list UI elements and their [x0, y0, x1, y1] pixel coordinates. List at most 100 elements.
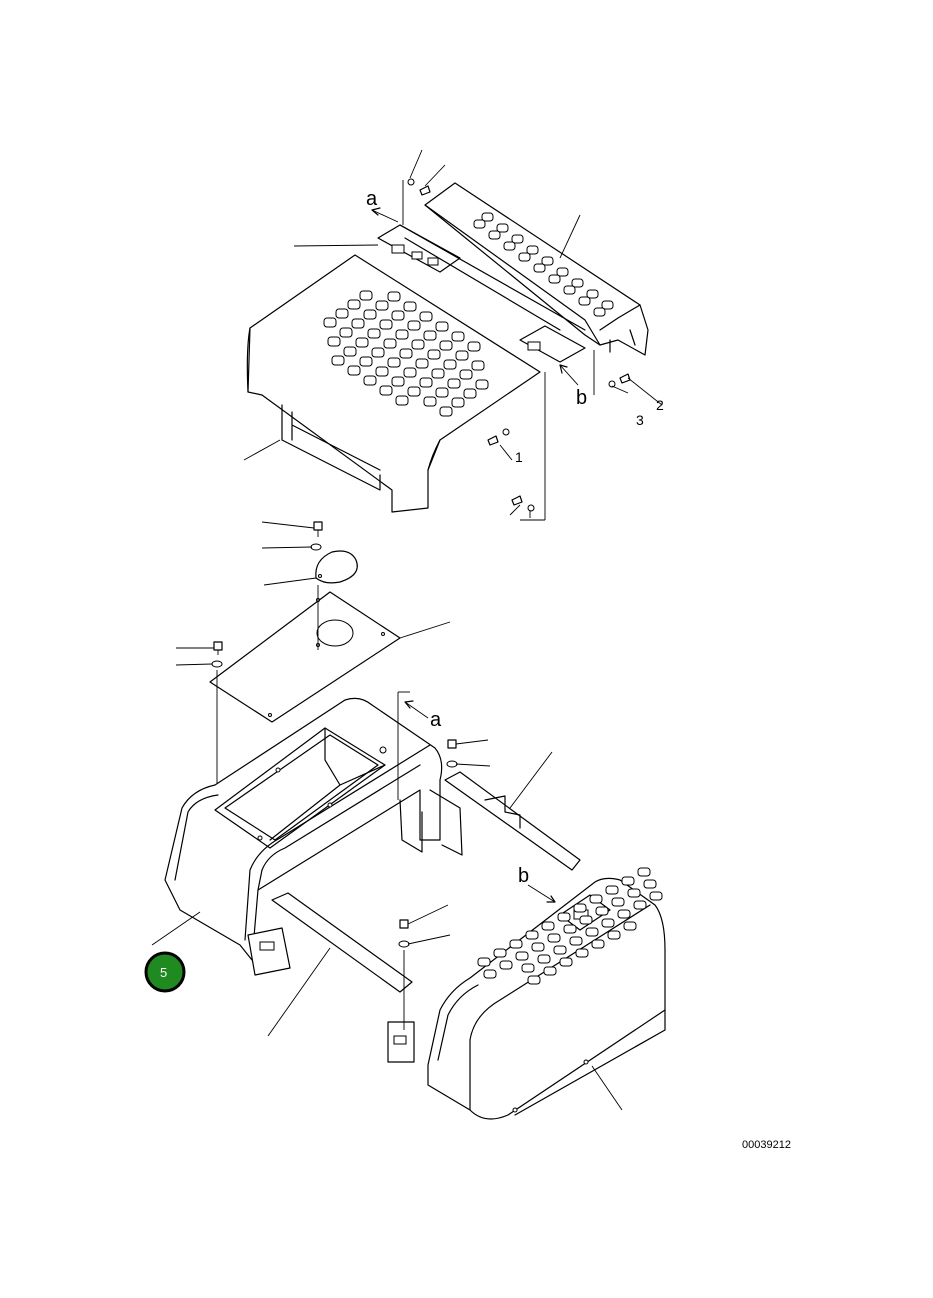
perforation-hole — [347, 299, 361, 310]
perforation-hole — [383, 338, 397, 349]
perforation-hole — [439, 340, 453, 351]
top-bracket-left — [377, 224, 461, 273]
perforation-hole — [391, 310, 405, 321]
callout-badge: 5 — [144, 951, 186, 993]
perforation-hole — [359, 356, 373, 367]
perforation-hole — [511, 234, 524, 244]
perforation-hole — [363, 375, 377, 386]
perforation-hole — [575, 948, 589, 958]
perforation-hole — [451, 397, 465, 408]
label-num-2: 2 — [656, 397, 664, 413]
perforation-hole — [518, 252, 531, 262]
perforation-hole — [578, 296, 591, 306]
perforation-hole — [499, 960, 513, 970]
perforation-hole — [351, 318, 365, 329]
drawing-code: 00039212 — [742, 1139, 791, 1151]
perforation-hole — [627, 888, 641, 898]
top-crossbar — [399, 224, 586, 363]
label-num-1: 1 — [515, 449, 523, 465]
arrow-b-top — [559, 364, 579, 386]
perforation-hole — [541, 921, 555, 931]
perforation-hole — [547, 933, 561, 943]
perforation-hole — [343, 346, 357, 357]
perforation-hole — [367, 328, 381, 339]
perforation-hole — [579, 915, 593, 925]
perforation-hole — [601, 300, 614, 310]
arrow-a-top — [371, 207, 399, 223]
perforation-hole — [557, 912, 571, 922]
perforation-hole — [573, 903, 587, 913]
label-b-top: b — [576, 387, 587, 409]
leader-lines-top — [243, 149, 663, 518]
perforation-hole — [559, 957, 573, 967]
perforation-hole — [463, 388, 477, 399]
perforation-hole — [355, 337, 369, 348]
perforation-hole — [503, 241, 516, 251]
main-frame — [164, 697, 463, 976]
perforation-hole — [601, 918, 615, 928]
perforation-hole — [649, 891, 663, 901]
perforation-hole — [496, 223, 509, 233]
arrow-a-bottom — [404, 700, 429, 719]
perforation-hole — [525, 930, 539, 940]
perforation-hole — [623, 921, 637, 931]
perforation-hole — [643, 879, 657, 889]
perforation-hole — [407, 320, 421, 331]
perforation-hole — [427, 349, 441, 360]
perforation-hole — [447, 378, 461, 389]
perforation-hole — [435, 321, 449, 332]
perforation-hole — [407, 386, 421, 397]
perforation-hole — [403, 301, 417, 312]
perforation-hole — [611, 897, 625, 907]
perforation-hole — [399, 348, 413, 359]
perforation-hole — [589, 894, 603, 904]
perforation-hole — [569, 936, 583, 946]
perforation-hole — [591, 939, 605, 949]
perforation-hole — [473, 219, 486, 229]
perforation-hole — [481, 212, 494, 222]
callout-badge-text: 5 — [160, 965, 167, 980]
guide-lines-top — [402, 180, 595, 521]
top-rear-cover — [424, 182, 649, 356]
perforation-hole — [531, 942, 545, 952]
bottom-bolts — [398, 739, 458, 1030]
perforation-hole — [411, 339, 425, 350]
arrow-b-bottom — [527, 884, 556, 903]
perforation-hole — [553, 945, 567, 955]
perforation-hole — [563, 285, 576, 295]
perforation-hole — [585, 927, 599, 937]
perforation-hole — [443, 359, 457, 370]
leader-lines-bottom — [151, 691, 623, 1111]
perforation-hole — [331, 355, 345, 366]
perforation-hole — [371, 347, 385, 358]
perforation-hole — [556, 267, 569, 277]
perforation-hole — [617, 909, 631, 919]
perforation-hole — [515, 951, 529, 961]
perforation-hole — [379, 385, 393, 396]
perforation-hole — [483, 969, 497, 979]
perforation-hole — [477, 957, 491, 967]
label-a-top: a — [366, 188, 378, 210]
label-b-bottom: b — [518, 865, 529, 887]
perforation-hole — [395, 395, 409, 406]
perforation-hole — [605, 885, 619, 895]
perforation-hole — [375, 300, 389, 311]
perforation-hole — [475, 379, 489, 390]
perforation-hole — [488, 230, 501, 240]
round-cover — [315, 550, 358, 584]
perforation-hole — [327, 336, 341, 347]
bottom-strap — [271, 892, 413, 993]
perforation-hole — [637, 867, 651, 877]
perforation-hole — [379, 319, 393, 330]
perforation-hole — [403, 367, 417, 378]
perforation-hole — [387, 357, 401, 368]
perforation-hole — [563, 924, 577, 934]
perforation-hole — [586, 289, 599, 299]
perforation-hole — [423, 330, 437, 341]
perforation-hole — [415, 358, 429, 369]
perforation-hole — [359, 290, 373, 301]
perforation-hole — [395, 329, 409, 340]
perforation-hole — [467, 341, 481, 352]
